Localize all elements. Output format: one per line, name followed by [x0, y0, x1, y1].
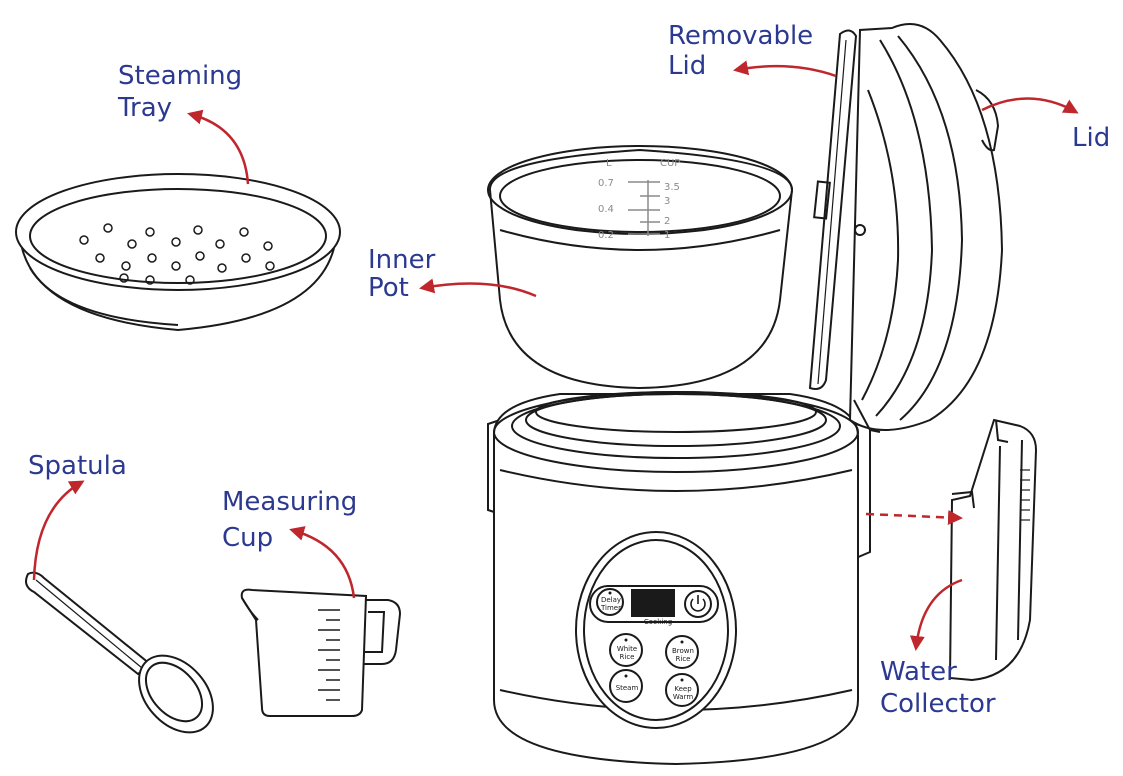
water-collector-arrow	[909, 578, 963, 651]
measuring-cup-label-line-1: Measuring	[222, 487, 357, 517]
inner-pot-scale-cup-2: 2	[664, 216, 670, 227]
inner-pot-illustration	[487, 145, 794, 390]
inner-pot-scale-liter-1: 0.4	[598, 204, 614, 215]
cooking-indicator-label: Cooking	[644, 618, 672, 626]
lid-arrow	[981, 97, 1079, 114]
spatula-illustration	[25, 571, 214, 734]
inner-pot-scale-cup-1: 3	[664, 196, 670, 207]
white-rice-button-label-2[interactable]: Rice	[620, 653, 635, 661]
brown-rice-button-label-2[interactable]: Rice	[676, 655, 691, 663]
measuring-cup-illustration	[240, 588, 402, 717]
inner-pot-label-line-2: Pot	[368, 273, 409, 303]
control-panel	[575, 531, 737, 729]
cooker-body-illustration	[487, 391, 871, 766]
lid-illustration	[848, 23, 1004, 433]
digital-display	[631, 589, 675, 617]
inner-pot-label-line-1: Inner	[368, 245, 436, 275]
water-collector-attach-arrow	[865, 509, 963, 525]
inner-pot-scale-liters-header: L	[606, 158, 612, 169]
spatula-arrow	[32, 480, 85, 581]
spatula-label: Spatula	[28, 451, 127, 481]
delay-timer-button-label-2[interactable]: Timer	[600, 604, 621, 612]
lid-label: Lid	[1072, 123, 1110, 153]
power-icon	[690, 595, 706, 612]
measuring-cup-arrow	[289, 526, 356, 599]
inner-pot-scale-cups-header: CUP	[660, 158, 680, 169]
removable-lid-label-line-1: Removable	[668, 21, 813, 51]
steaming-tray-label-line-2: Tray	[117, 93, 172, 123]
steaming-tray-arrow	[187, 109, 250, 185]
inner-pot-scale-liter-2: 0.2	[598, 230, 614, 241]
keep-warm-button-label-1[interactable]: Keep	[674, 685, 692, 693]
button-indicator-dots	[608, 591, 684, 682]
water-collector-label-line-1: Water	[880, 657, 957, 687]
steam-button-label[interactable]: Steam	[616, 684, 639, 692]
inner-pot-arrow	[419, 278, 537, 298]
measuring-cup-label-line-2: Cup	[222, 523, 273, 553]
inner-pot-scale-cup-3: 1	[664, 230, 670, 241]
removable-lid-illustration	[808, 29, 858, 390]
steaming-tray-holes	[79, 223, 275, 285]
steaming-tray-label-line-1: Steaming	[118, 61, 242, 91]
inner-pot-scale	[628, 180, 660, 236]
inner-pot-scale-cup-0: 3.5	[664, 182, 680, 193]
brown-rice-button-label-1[interactable]: Brown	[672, 647, 694, 655]
removable-lid-arrow	[733, 60, 837, 78]
steaming-tray-illustration	[15, 173, 341, 332]
white-rice-button-label-1[interactable]: White	[617, 645, 637, 653]
water-collector-illustration	[948, 418, 1038, 682]
keep-warm-button-label-2[interactable]: Warm	[673, 693, 694, 701]
removable-lid-label-line-2: Lid	[668, 51, 706, 81]
inner-pot-scale-liter-0: 0.7	[598, 178, 614, 189]
water-collector-label-line-2: Collector	[880, 689, 996, 719]
measuring-cup-scale	[318, 609, 340, 701]
delay-timer-button-label-1[interactable]: Delay	[601, 596, 621, 604]
